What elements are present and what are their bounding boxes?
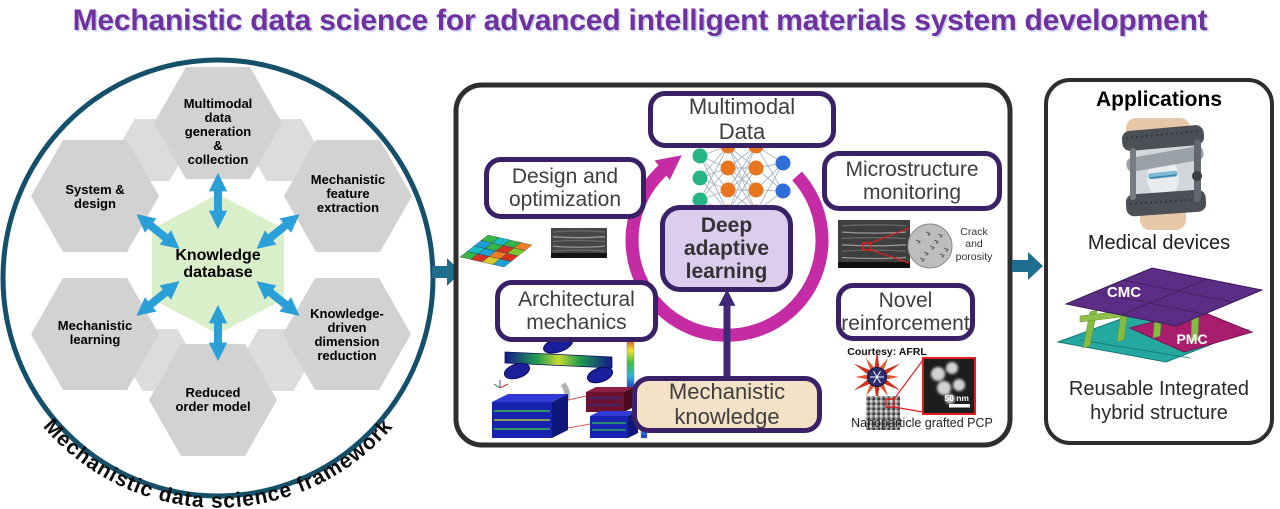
applications-title: Applications bbox=[1095, 88, 1222, 111]
sem-streak bbox=[552, 239, 606, 243]
nn-edge bbox=[727, 145, 757, 213]
speckle bbox=[919, 257, 925, 262]
burst-spike bbox=[874, 385, 880, 404]
box-multimodal-data: Multimodal Data bbox=[648, 91, 836, 148]
speckle bbox=[943, 247, 949, 252]
hex-label-knowledge-database: Knowledge database bbox=[175, 246, 261, 281]
box-mechanistic-knowledge: Mechanistic knowledge bbox=[632, 376, 822, 433]
box-microstructure-monitoring: Microstructure monitoring bbox=[822, 151, 1002, 211]
nn-edge bbox=[727, 167, 757, 213]
speckle bbox=[939, 253, 945, 258]
box-novel-reinforcement: Novel reinforcement bbox=[836, 283, 975, 341]
box-architectural-mechanics: Architectural mechanics bbox=[495, 280, 658, 342]
hybrid-structure-image: CMC PMC bbox=[1056, 267, 1264, 363]
nn-edge bbox=[755, 162, 784, 213]
sem-streak bbox=[841, 236, 907, 240]
hex-mechanistic-learning bbox=[31, 278, 159, 390]
sem-streak bbox=[841, 224, 907, 227]
hex-feature-extraction bbox=[284, 140, 412, 252]
cycle-arrow bbox=[625, 155, 829, 342]
page-title: Mechanistic data science for advanced in… bbox=[72, 4, 1208, 37]
reusable-structure-label: Reusable Integrated hybrid structure bbox=[1068, 378, 1250, 424]
burst-spike bbox=[853, 379, 871, 391]
box-design-optimization: Design and optimization bbox=[484, 157, 646, 219]
sem-streak bbox=[552, 236, 606, 239]
hex-label-mechanistic-learning: Mechanistic learning bbox=[57, 318, 133, 347]
sem-streak bbox=[552, 230, 606, 233]
speckle bbox=[933, 239, 939, 244]
medical-devices-label: Medical devices bbox=[1087, 232, 1231, 254]
burst-spoke bbox=[873, 376, 878, 384]
sem-streak bbox=[841, 249, 907, 252]
nn-node bbox=[748, 182, 764, 198]
nn-node bbox=[775, 183, 791, 199]
burst-spike bbox=[883, 379, 901, 391]
cmc-label: CMC bbox=[1107, 284, 1141, 301]
burst-spike bbox=[855, 374, 869, 380]
design-sem-image bbox=[551, 228, 607, 258]
flow-arrow-right bbox=[1012, 252, 1043, 280]
speckle bbox=[937, 233, 943, 238]
sem-streak bbox=[841, 231, 907, 234]
hex-dimension-reduction bbox=[283, 278, 411, 390]
nn-node bbox=[720, 182, 736, 198]
knowledge-exchange-arrows bbox=[136, 172, 300, 362]
hex-multimodal-collection bbox=[154, 67, 282, 179]
sem-streak bbox=[552, 249, 606, 252]
nn-node bbox=[692, 170, 708, 186]
burst-spike bbox=[879, 383, 888, 397]
speckle bbox=[925, 231, 931, 236]
burst-spoke bbox=[876, 376, 881, 384]
tem-scale-label: 50 nm bbox=[944, 393, 969, 403]
speckle bbox=[923, 251, 929, 256]
nn-node bbox=[692, 148, 708, 164]
nn-edge bbox=[699, 145, 729, 201]
nanoparticle-illustration: 50 nm bbox=[853, 350, 976, 430]
hex-label-feature-extraction: Mechanistic feature extraction bbox=[310, 172, 386, 215]
nn-edge bbox=[755, 145, 784, 192]
burst-spoke bbox=[876, 370, 881, 378]
burst-spike bbox=[883, 363, 901, 375]
crack-porosity-note: Crack and porosity bbox=[955, 226, 993, 263]
burst-spoke bbox=[873, 370, 878, 378]
courtesy-afrl-note: Courtesy: AFRL bbox=[847, 346, 927, 358]
framework-diagram: Mechanistic data science framework bbox=[0, 57, 436, 509]
applications-container bbox=[1044, 78, 1274, 445]
nn-node bbox=[720, 160, 736, 176]
pmc-label: PMC bbox=[1176, 331, 1207, 347]
hex-knowledge-database bbox=[152, 194, 284, 334]
nn-node bbox=[692, 192, 708, 208]
nn-node bbox=[775, 155, 791, 171]
nanoparticle-note: Nanoparticle grafted PCP bbox=[851, 416, 993, 430]
sem-streak bbox=[841, 256, 907, 260]
micro-sem-image bbox=[838, 220, 953, 269]
hex-reduced-order bbox=[149, 344, 277, 456]
knee-brace-image bbox=[1121, 118, 1207, 230]
nn-edge bbox=[727, 145, 757, 191]
burst-spike bbox=[866, 383, 875, 397]
hex-label-system-design: System & design bbox=[65, 182, 125, 211]
voxel-design-image bbox=[459, 234, 533, 268]
sem-streak bbox=[841, 244, 907, 247]
nn-node bbox=[748, 160, 764, 176]
sem-streak bbox=[552, 245, 606, 248]
box-deep-adaptive-learning: Deep adaptive learning bbox=[660, 205, 793, 292]
speckle bbox=[915, 239, 921, 244]
burst-spike bbox=[866, 357, 875, 371]
voxel-tile bbox=[492, 258, 512, 268]
cube-sim-image bbox=[492, 387, 648, 439]
burst-spike bbox=[874, 350, 880, 369]
burst-spike bbox=[853, 363, 871, 375]
hex-label-dimension-reduction: Knowledge- driven dimension reduction bbox=[310, 306, 384, 363]
hex-system-design bbox=[31, 140, 159, 252]
hex-label-multimodal-collection: Multimodal data generation & collection bbox=[183, 96, 253, 167]
tem-image: 50 nm bbox=[922, 357, 976, 415]
speckle bbox=[929, 245, 935, 250]
burst-spike bbox=[885, 374, 899, 380]
hex-label-reduced-order: Reduced order model bbox=[175, 385, 251, 414]
burst-spike bbox=[879, 357, 888, 371]
